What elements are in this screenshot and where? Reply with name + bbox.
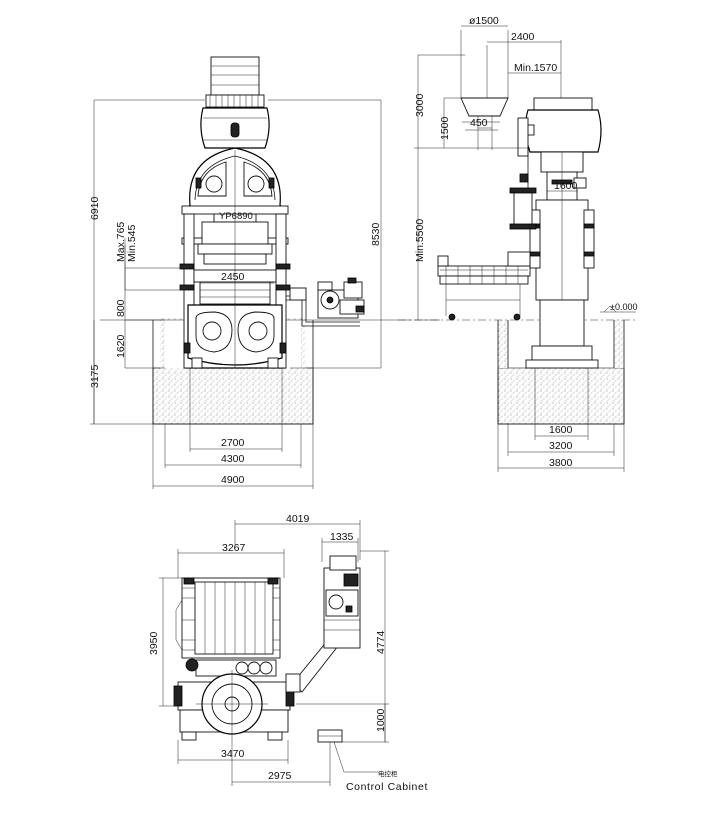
model-label: YP6890 [219,211,253,222]
dim-bin-diameter: ø1500 [469,15,499,27]
dim-cabinet-distance: 2975 [268,770,292,782]
dim-below-floor: 1620 [115,334,127,358]
dim-overall-height: 6910 [89,196,101,220]
dim-overall-length: 4019 [286,513,310,525]
dim-cabinet-offset: 1000 [375,708,387,732]
dim-pit-depth: 3175 [89,364,101,388]
side-view: ø1500 2400 Min.1570 3000 1500 450 1600 M… [398,15,638,472]
dim-overall-depth: 4774 [375,630,387,654]
dim-base-width: 2700 [221,437,245,449]
dim-chute-offset: 450 [470,117,488,129]
dim-bin-height: 3000 [414,93,426,117]
side-hopper [460,30,562,150]
dim-column-spacing: 1600 [554,180,578,192]
dim-stroke-max: Max.765 [115,222,127,262]
front-top-unit [200,56,270,149]
plan-frame [175,577,281,659]
dim-bin-offset: 2400 [511,31,535,43]
dim-table-width: 2450 [221,271,245,283]
front-dimensions: 6910 8530 Max.765 Min.545 800 1620 3175 … [89,99,382,489]
plan-base [173,670,295,741]
dim-frame-depth: 3950 [148,631,160,655]
cabinet-label-cn: 电控柜 [378,769,398,778]
dim-side-pit-width: 3200 [549,440,573,452]
dim-stroke-min: Min.545 [126,224,138,262]
cabinet-label: Control Cabinet [346,781,428,793]
front-view: 6910 8530 Max.765 Min.545 800 1620 3175 … [89,56,412,489]
control-cabinet [317,729,380,773]
dim-floor-level: ±0.000 [610,302,637,312]
dim-total-height: 8530 [370,222,382,246]
dim-plan-base-width: 3470 [221,748,245,760]
side-dimensions: ø1500 2400 Min.1570 3000 1500 450 1600 M… [414,15,637,472]
dim-side-base-width: 1600 [549,424,573,436]
dim-side-foundation-width: 3800 [549,457,573,469]
dim-unit-width: 1335 [330,531,354,543]
plan-rollers [185,658,277,677]
front-hydraulic-unit [286,277,365,327]
side-feed-conveyor [437,251,531,321]
dim-pit-width: 4300 [221,453,245,465]
side-foundation [497,320,625,425]
side-press-body [509,97,602,369]
dim-clearance: Min.1570 [514,62,557,74]
dim-chute-height: 1500 [439,116,451,140]
plan-hydraulic-unit [285,555,361,693]
plan-view: 4019 3267 1335 3950 4774 1000 3470 2975 … [148,513,428,793]
dim-pit-height: 800 [115,299,127,317]
dim-frame-width: 3267 [222,542,246,554]
front-press-frame [179,147,291,369]
plan-dimensions: 4019 3267 1335 3950 4774 1000 3470 2975 [148,513,389,786]
dim-floor-height: Min.5500 [414,219,426,262]
dim-foundation-width: 4900 [221,474,245,486]
